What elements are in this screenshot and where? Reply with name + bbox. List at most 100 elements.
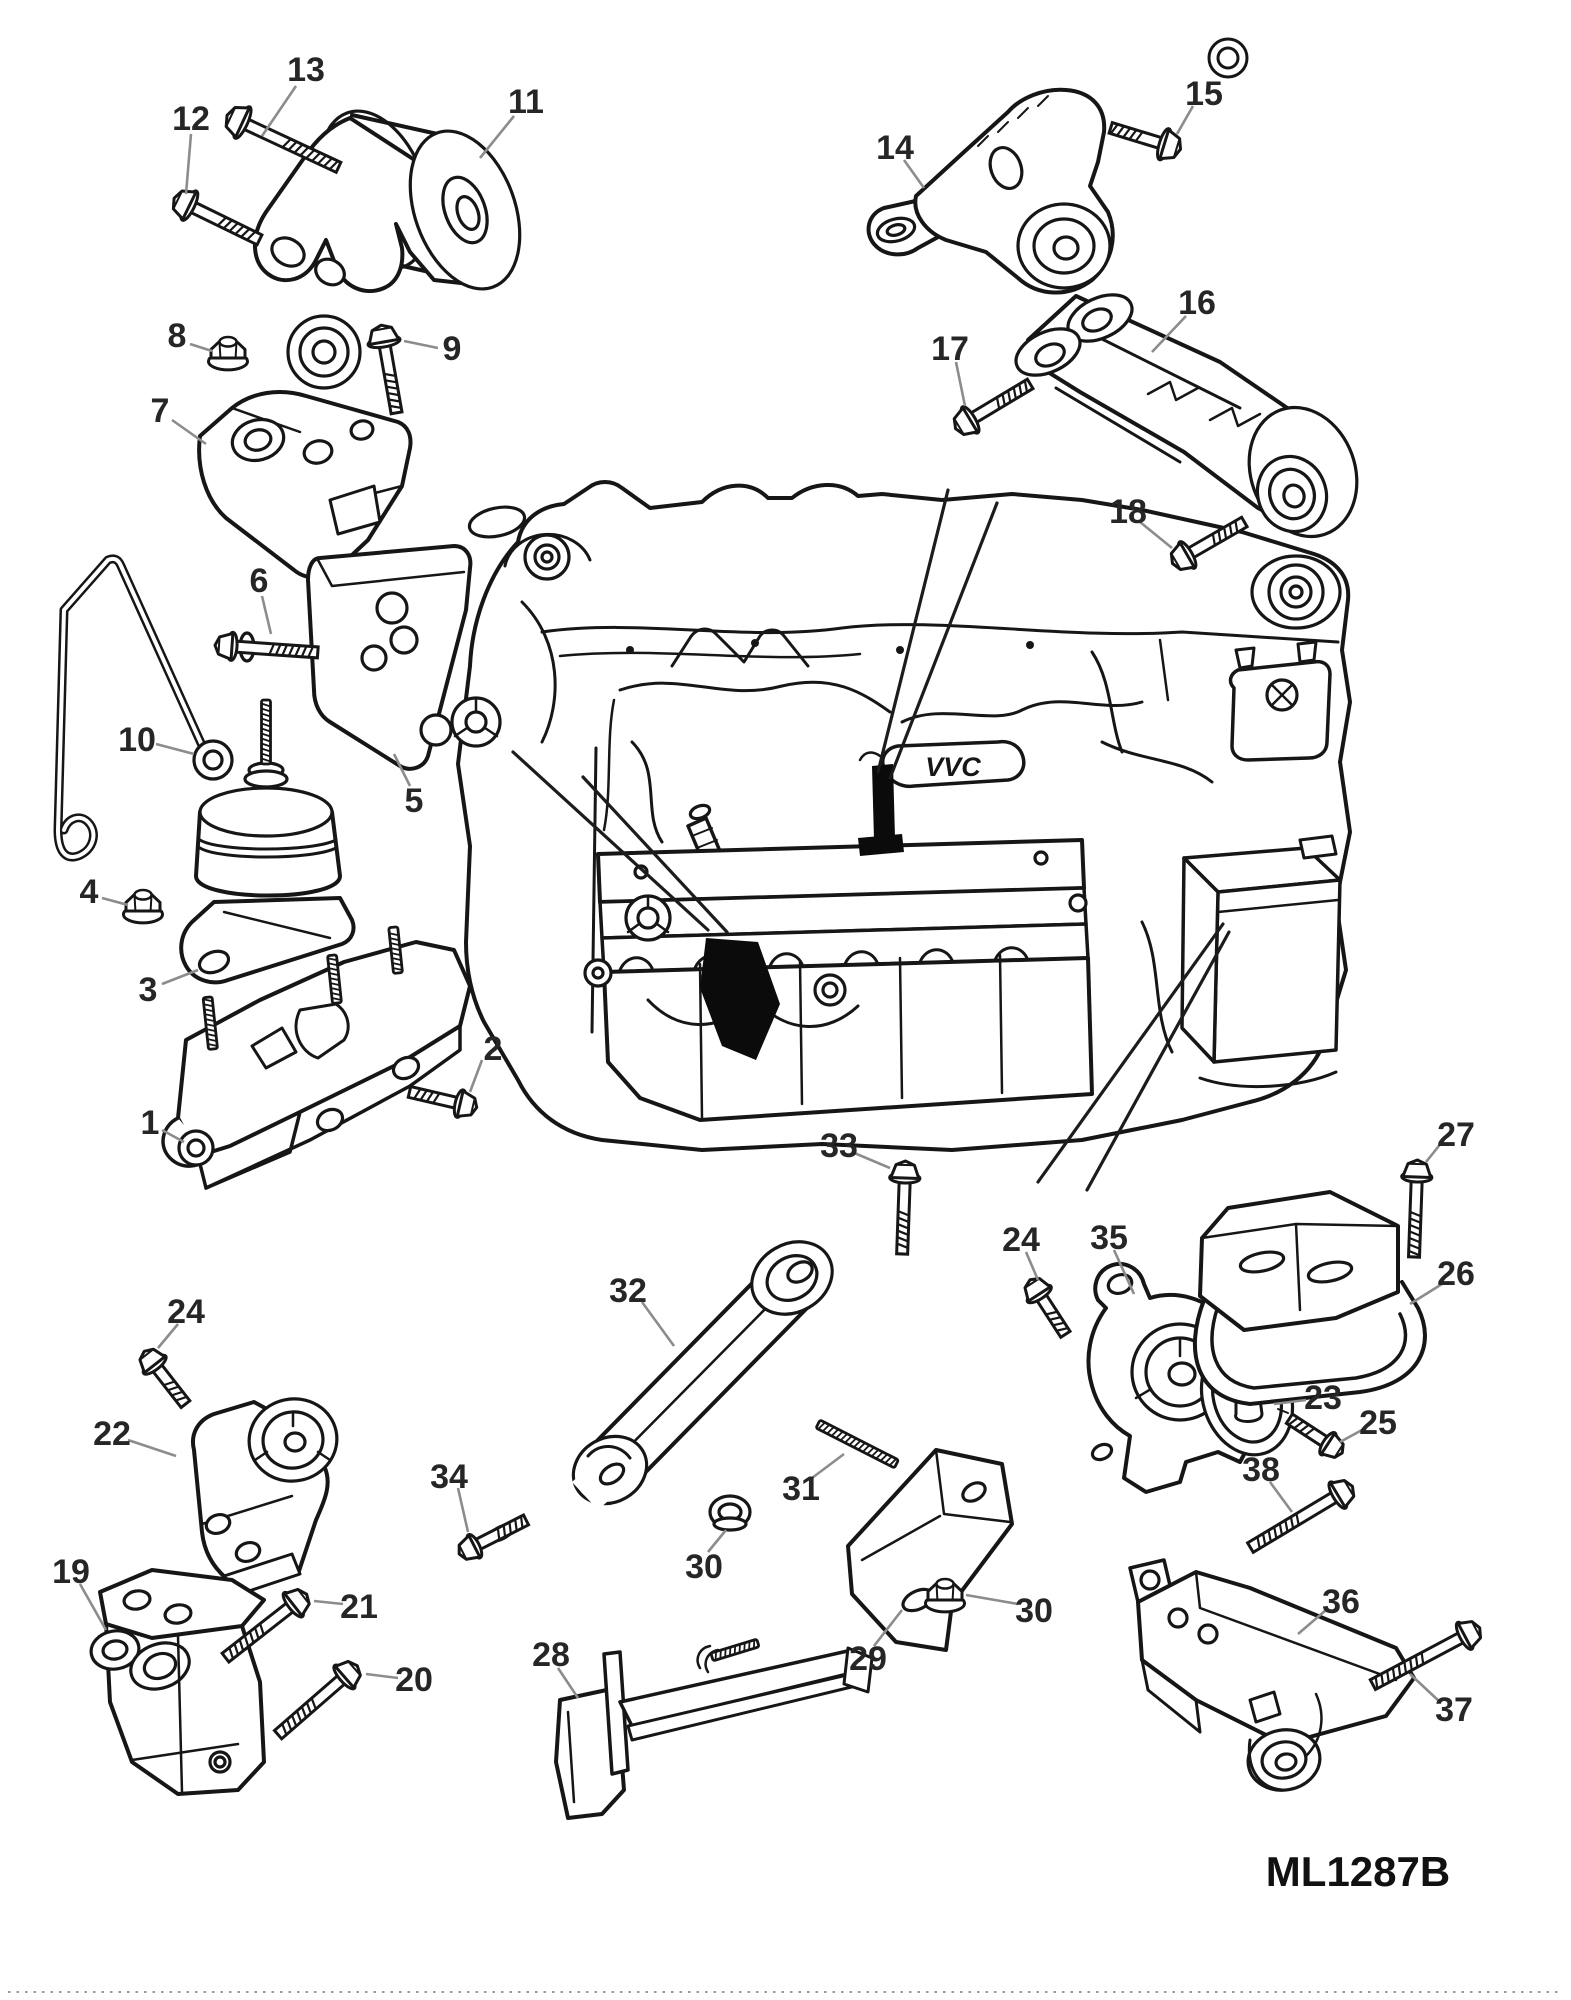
- line-shape: [1223, 527, 1228, 540]
- line-shape: [392, 967, 403, 971]
- part-label-13: 13: [260, 51, 325, 137]
- line-shape: [419, 1089, 428, 1101]
- ellipse-shape: [218, 335, 238, 348]
- line-shape: [1409, 1217, 1422, 1224]
- line-shape: [977, 135, 989, 147]
- part-label-3: 3: [139, 968, 199, 1009]
- line-shape: [1386, 1670, 1390, 1683]
- part-number-text: 10: [118, 721, 156, 759]
- path-shape: [540, 623, 1340, 644]
- part-label-5: 5: [392, 753, 423, 820]
- path-shape: [1090, 650, 1124, 754]
- line-shape: [729, 1647, 732, 1656]
- path-shape: [250, 1026, 298, 1070]
- part-1-bracket: [161, 940, 472, 1190]
- line-shape: [866, 1446, 875, 1455]
- line-shape: [386, 385, 399, 390]
- part-label-25: 25: [1339, 1404, 1397, 1444]
- line-shape: [205, 1018, 215, 1023]
- path-shape: [900, 700, 1144, 724]
- label-leader-line: [954, 361, 967, 407]
- bolt-21: [220, 1587, 311, 1665]
- line-shape: [167, 1385, 180, 1392]
- part-14-bracket: [866, 87, 1115, 295]
- path-shape: [294, 1002, 350, 1060]
- line-shape: [261, 722, 271, 728]
- circle-shape: [1033, 850, 1049, 866]
- line-shape: [1278, 1523, 1284, 1536]
- label-leader-line: [1424, 1141, 1444, 1163]
- line-shape: [205, 1023, 216, 1028]
- path-shape: [1210, 1304, 1408, 1390]
- ellipse-shape: [885, 223, 907, 237]
- line-shape: [274, 643, 282, 656]
- part-number-text: 28: [532, 1636, 570, 1674]
- bolt-9: [366, 323, 404, 416]
- path-shape: [1158, 638, 1170, 702]
- line-shape: [281, 644, 289, 656]
- rect-shape: [272, 1671, 349, 1741]
- ellipse-shape: [283, 1431, 307, 1453]
- line-shape: [835, 1430, 844, 1439]
- label-leader-line: [403, 339, 439, 350]
- label-leader-line: [1409, 1282, 1443, 1306]
- line-shape: [392, 962, 402, 966]
- line-shape: [297, 1589, 310, 1605]
- label-leader-line: [313, 1599, 344, 1606]
- ellipse-shape: [133, 888, 153, 901]
- line-shape: [1134, 1387, 1153, 1400]
- line-shape: [327, 957, 338, 962]
- circle-shape: [360, 644, 388, 672]
- line-shape: [1277, 1408, 1289, 1414]
- line-shape: [853, 1440, 862, 1448]
- label-leader-line: [1024, 1251, 1040, 1281]
- path-shape: [1216, 898, 1340, 914]
- part-number-text: 18: [1109, 493, 1147, 531]
- part-5-bracket: [306, 544, 473, 771]
- line-shape: [1217, 530, 1222, 543]
- pointer-line: [888, 501, 999, 780]
- circle-shape: [1026, 641, 1034, 649]
- path-shape: [1136, 1570, 1416, 1746]
- circle-shape: [419, 713, 453, 747]
- line-shape: [253, 1627, 260, 1640]
- nut-30b: [923, 1577, 967, 1614]
- line-shape: [268, 643, 276, 655]
- circle-shape: [1167, 1607, 1189, 1629]
- path-shape: [1090, 332, 1242, 410]
- part-number-text: 21: [340, 1588, 378, 1626]
- line-shape: [1122, 127, 1132, 139]
- part-label-12: 12: [172, 100, 210, 195]
- line-shape: [743, 1642, 746, 1652]
- line-shape: [222, 219, 233, 230]
- line-shape: [233, 1643, 240, 1656]
- path-shape: [1194, 1570, 1398, 1682]
- ellipse-shape: [243, 428, 273, 452]
- bolt-2: [406, 1084, 479, 1119]
- line-shape: [896, 1236, 909, 1243]
- line-shape: [1023, 380, 1029, 393]
- path-shape: [213, 631, 235, 661]
- line-shape: [1018, 383, 1023, 396]
- label-leader-line: [706, 1529, 728, 1553]
- part-number-text: 23: [1304, 1379, 1342, 1417]
- line-shape: [1295, 1513, 1300, 1526]
- line-shape: [259, 1623, 265, 1636]
- line-shape: [995, 397, 1001, 410]
- part-number-text: 13: [287, 51, 325, 89]
- path-shape: [1208, 406, 1262, 428]
- path-shape: [843, 950, 879, 966]
- bolt-33: [888, 1159, 922, 1256]
- path-shape: [993, 946, 1029, 962]
- circle-shape: [1139, 1569, 1161, 1591]
- nut-8: [206, 335, 250, 372]
- line-shape: [305, 1702, 312, 1714]
- label-leader-line: [1273, 1398, 1307, 1406]
- line-shape: [871, 1449, 880, 1458]
- line-shape: [897, 1210, 910, 1217]
- circle-shape: [202, 749, 224, 771]
- fasteners: [121, 37, 1483, 1741]
- path-shape: [455, 1089, 479, 1118]
- line-shape: [225, 107, 236, 127]
- circle-shape: [896, 646, 904, 654]
